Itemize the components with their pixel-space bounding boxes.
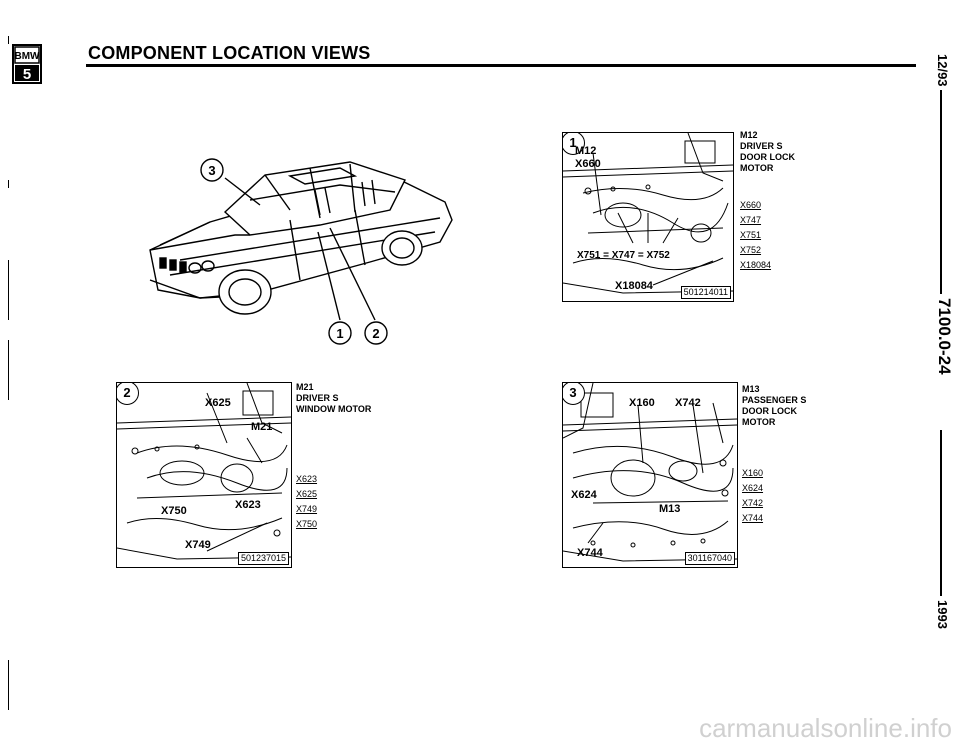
door-panel-3: 3 X160 X742 X624 M13 X744 301167040	[562, 382, 738, 568]
header-rule	[86, 64, 916, 67]
logo-brand: BMW	[15, 51, 41, 62]
connector-code: X752	[740, 245, 762, 255]
side-year-gap	[930, 596, 952, 638]
callout-line: MOTOR	[742, 417, 776, 427]
callout-line: M13	[742, 384, 760, 394]
bmw-5-logo: BMW 5	[12, 44, 42, 84]
connector-code: X625	[296, 489, 318, 499]
margin-mark	[8, 660, 9, 710]
panel-2-label-m21: M21	[251, 421, 273, 433]
connector-code: X18084	[740, 260, 772, 270]
panel-3-label-x160: X160	[629, 397, 655, 409]
panel-1-label-x18084: X18084	[615, 280, 653, 292]
panel-2-label-x749: X749	[185, 539, 211, 551]
door-diagram-3	[563, 383, 737, 562]
callout-line: M21	[296, 382, 314, 392]
logo-series: 5	[23, 66, 31, 83]
panel-1-label-x751: X751 = X747 = X752	[577, 250, 670, 261]
connector-code: X623	[296, 474, 318, 484]
panel-3-code-list: X160 X624 X742 X744	[742, 466, 763, 526]
panel-2-label-x623: X623	[235, 499, 261, 511]
callout-line: MOTOR	[740, 163, 774, 173]
panel-3-part-number: 301167040	[684, 552, 735, 565]
side-date-gap	[930, 50, 952, 90]
panel-2-circle: 2	[117, 383, 139, 405]
side-page-number: 7100.0-24	[935, 298, 954, 375]
car-circle-3: 3	[208, 163, 215, 178]
panel-2-code-list: X623 X625 X749 X750	[296, 472, 317, 532]
panel-2-label-x625: X625	[205, 397, 231, 409]
panel-3-label-x744: X744	[577, 547, 603, 559]
watermark: carmanualsonline.info	[699, 713, 952, 743]
margin-mark	[8, 340, 9, 400]
connector-code: X751	[740, 230, 762, 240]
connector-code: X747	[740, 215, 762, 225]
side-date: 12/93	[935, 54, 950, 87]
callout-line: DRIVER S	[296, 393, 339, 403]
panel-1-label-x660: X660	[575, 158, 601, 170]
door-panel-2: 2 X625 M21 X623 X750 X749 501237015	[116, 382, 292, 568]
panel-1-circle: 1	[563, 133, 585, 155]
connector-code: X624	[742, 483, 764, 493]
panel-1-callout: M12 DRIVER S DOOR LOCK MOTOR	[740, 130, 795, 174]
callout-line: PASSENGER S	[742, 395, 807, 405]
panel-2-label-x750: X750	[161, 505, 187, 517]
panel-1-label-m12: M12	[575, 145, 597, 157]
connector-code: X660	[740, 200, 762, 210]
panel-3-circle: 3	[563, 383, 585, 405]
margin-mark	[8, 260, 9, 320]
door-panel-1: 1 M12 X660 X751 = X747 = X752 X18084 501…	[562, 132, 734, 302]
side-page-gap	[930, 294, 952, 430]
connector-code: X749	[296, 504, 318, 514]
car-circle-2: 2	[372, 326, 379, 341]
car-illustration: 3 1 2	[149, 158, 453, 345]
door-diagram-1	[563, 133, 733, 294]
panel-3-callout: M13 PASSENGER S DOOR LOCK MOTOR	[742, 384, 806, 428]
callout-line: WINDOW MOTOR	[296, 404, 372, 414]
callout-line: M12	[740, 130, 758, 140]
panel-1-code-list: X660 X747 X751 X752 X18084	[740, 198, 771, 273]
panel-2-part-number: 501237015	[237, 552, 289, 565]
panel-1-part-number: 501214011	[680, 286, 731, 299]
callout-line: DOOR LOCK	[742, 406, 797, 416]
connector-code: X742	[742, 498, 764, 508]
page-title: COMPONENT LOCATION VIEWS	[88, 43, 371, 63]
side-year: 1993	[935, 600, 950, 629]
connector-code: X750	[296, 519, 318, 529]
panel-3-label-m13: M13	[659, 503, 681, 515]
panel-3-label-x742: X742	[675, 397, 701, 409]
panel-3-label-x624: X624	[571, 489, 597, 501]
connector-code: X160	[742, 468, 764, 478]
margin-mark	[8, 36, 9, 44]
margin-mark	[8, 180, 9, 188]
callout-line: DRIVER S	[740, 141, 783, 151]
connector-code: X744	[742, 513, 764, 523]
panel-2-callout: M21 DRIVER S WINDOW MOTOR	[296, 382, 371, 415]
car-circle-1: 1	[336, 326, 343, 341]
callout-line: DOOR LOCK	[740, 152, 795, 162]
